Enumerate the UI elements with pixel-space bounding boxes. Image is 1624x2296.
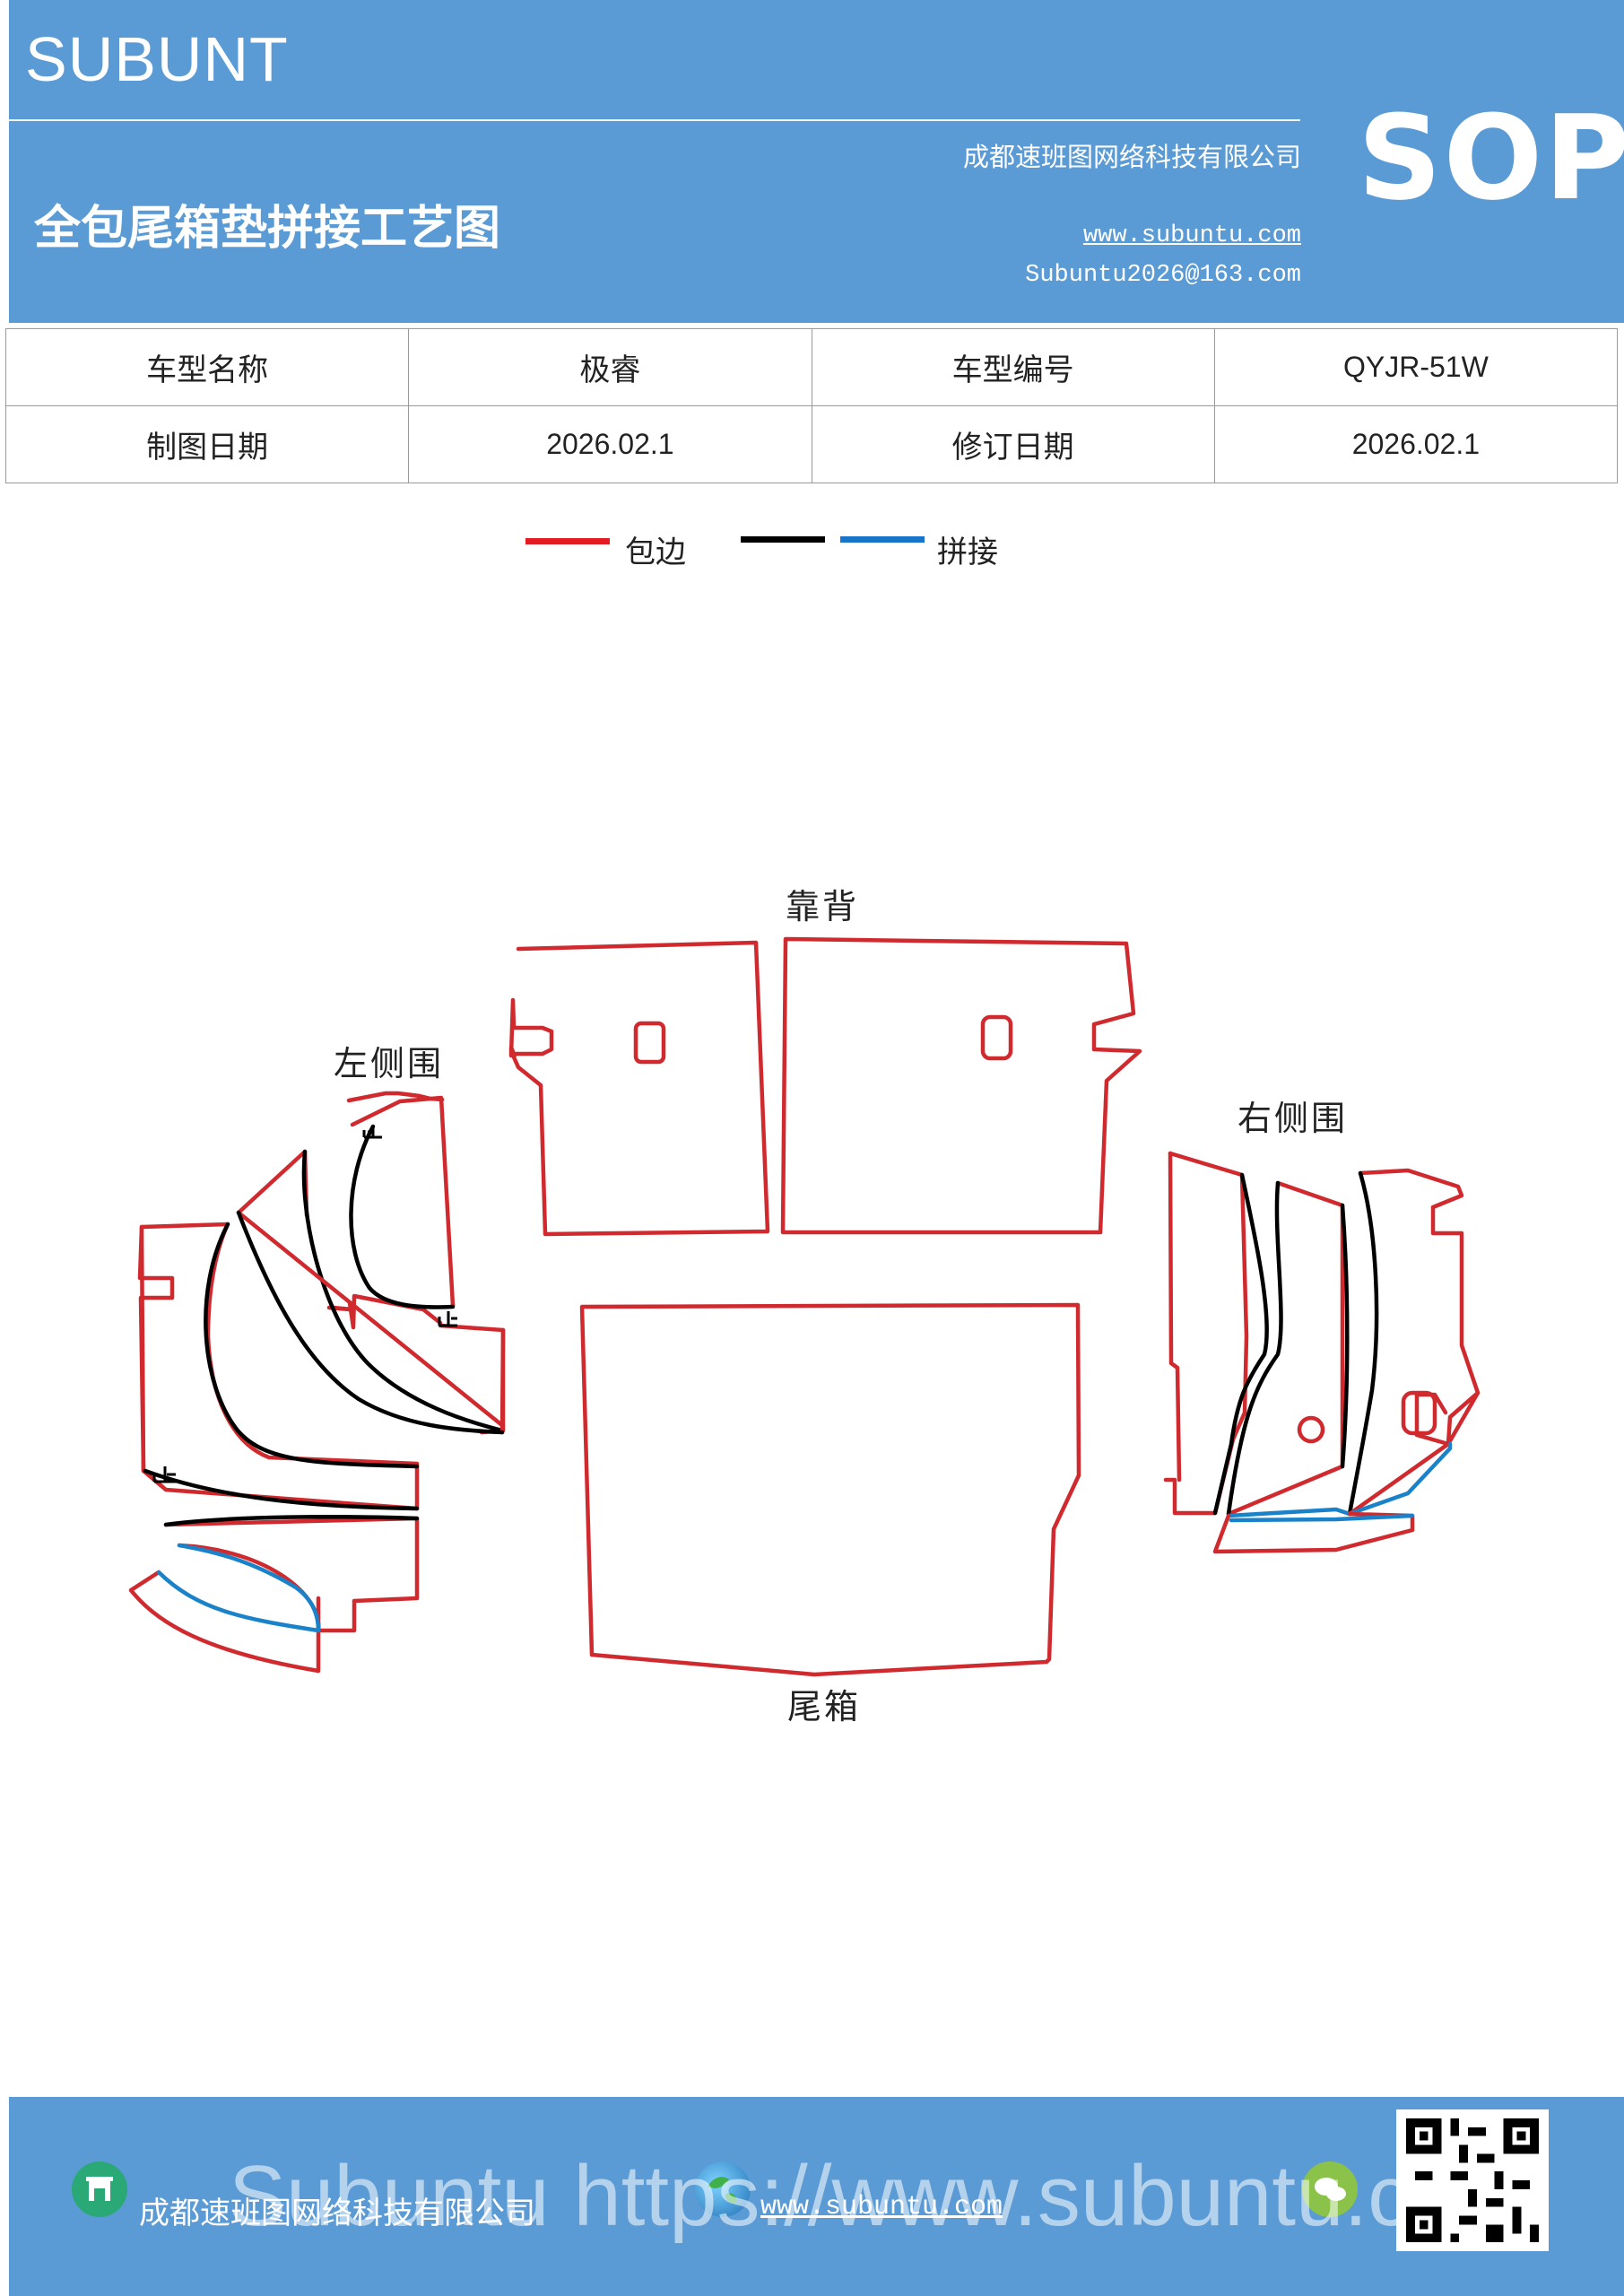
stop-mark [152,1466,176,1483]
legend-edge-label: 包边 [625,535,686,570]
left-arch-black-seam [349,1124,456,1309]
right-outer-panel-red-2 [1168,1151,1182,1483]
email-link[interactable]: Subuntu2026@163.com [1025,262,1301,289]
table-cell: 2026.02.1 [1213,405,1619,483]
stop-mark [438,1311,457,1327]
right-inner-cutout [1401,1390,1437,1436]
left-lower-panel-black [163,1515,420,1527]
qr-code[interactable] [1396,2109,1549,2251]
table-row: 制图日期 2026.02.1 修订日期 2026.02.1 [4,405,1619,483]
label-right-side: 右侧围 [1238,1099,1349,1138]
backrest-left-panel [508,940,770,1237]
legend-seam-blue-swatch [840,536,925,543]
backrest-right-cutout [980,1014,1013,1061]
document-title: 全包尾箱垫拼接工艺图 [34,201,501,256]
right-inner-red-lower [1347,1390,1481,1517]
table-cell: 极睿 [408,328,812,406]
right-outer-panel-black [1212,1172,1269,1516]
wechat-icon [1302,2161,1358,2217]
header-divider [9,119,1300,121]
footer-watermark: Subuntu https://www.subuntu.com [229,2148,1531,2244]
globe-icon [695,2161,751,2217]
table-cell: 车型编号 [811,328,1215,406]
legend-seam-label: 拼接 [937,535,998,570]
vehicle-info-table: 车型名称 极睿 车型编号 QYJR-51W 制图日期 2026.02.1 修订日… [4,328,1619,483]
sop-badge: SOP [1358,90,1624,226]
table-cell: 修订日期 [811,405,1215,483]
left-inner-panel-black [236,1210,505,1435]
company-name: 成都速班图网络科技有限公司 [962,142,1301,172]
right-inner-panel-black [1347,1170,1379,1517]
left-outer-panel-red-2 [137,1224,175,1474]
left-bottom-blue-seam-2 [156,1570,321,1633]
backrest-left-cutout [633,1021,666,1065]
left-wheel-arch-red [236,1149,309,1218]
backrest-right-panel [780,936,1142,1235]
right-blue-seam [1226,1441,1453,1518]
table-cell: 制图日期 [4,405,410,483]
website-link[interactable]: www.subuntu.com [1082,222,1301,249]
label-left-side: 左侧围 [334,1044,445,1083]
label-backrest: 靠背 [786,887,860,926]
brand-logo-text: SUBUNT [25,24,289,94]
left-bottom-panel-red [128,1543,321,1674]
table-cell: QYJR-51W [1213,328,1619,406]
right-mid-cutout [1297,1415,1325,1444]
table-cell: 2026.02.1 [408,405,812,483]
label-trunk: 尾箱 [787,1687,862,1726]
right-bottom-blue-seam [1229,1513,1415,1523]
table-cell: 车型名称 [4,328,410,406]
right-mid-panel-black [1226,1180,1350,1517]
left-side-arch-edge [326,1091,445,1312]
footer-company-name: 成都速班图网络科技有限公司 [139,2196,535,2231]
right-mid-panel-red [1226,1180,1345,1517]
header-banner [9,0,1624,323]
left-arch-outer-edge [350,1095,456,1309]
legend-edge-swatch [525,538,610,544]
table-row: 车型名称 极睿 车型编号 QYJR-51W [4,328,1619,406]
stop-mark [362,1126,382,1139]
left-wheel-arch-black [301,1149,505,1433]
left-lower-panel-red [163,1516,420,1633]
left-inner-panel-red [236,1210,506,1435]
footer-website-link[interactable]: www.subuntu.com [760,2192,1003,2222]
right-inner-panel-red [1358,1168,1481,1447]
trunk-floor-panel [579,1302,1081,1677]
left-outer-panel-black [143,1222,420,1511]
left-bottom-blue-seam [177,1543,321,1633]
building-icon [72,2161,127,2217]
legend-seam-black-swatch [741,536,825,543]
